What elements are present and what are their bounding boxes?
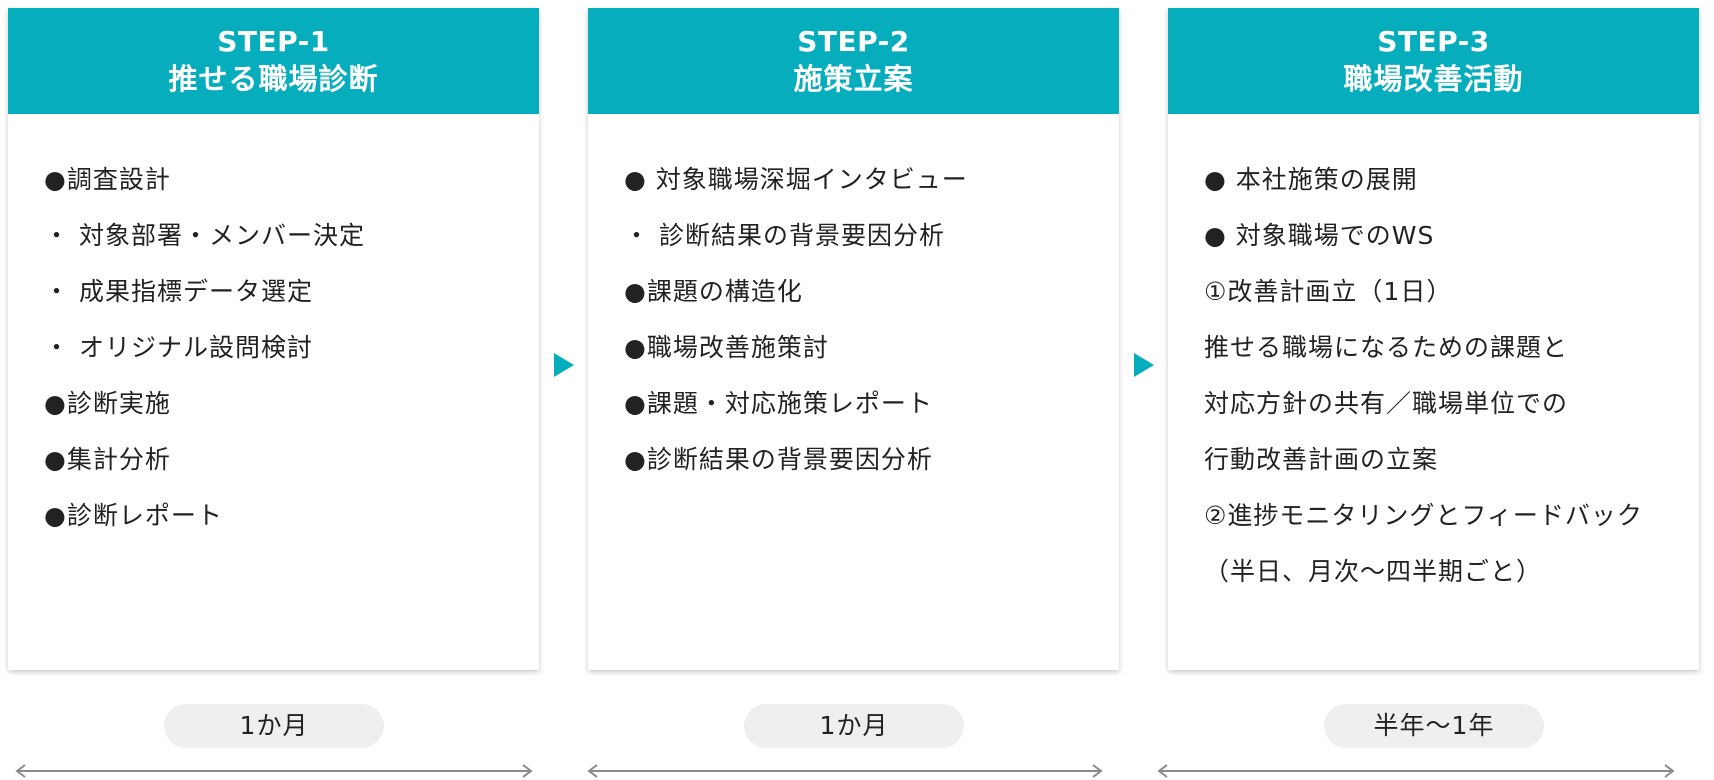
step-1-item: ●調査設計 (44, 165, 171, 194)
step-1-duration-badge: 1か月 (164, 704, 384, 748)
step-3-item: ● 本社施策の展開 (1204, 165, 1418, 194)
step-2-label: STEP-2 (797, 25, 910, 58)
step-1-item: ・ 成果指標データ選定 (44, 277, 313, 306)
step-3-label: STEP-3 (1377, 25, 1490, 58)
step-2-header: STEP-2 施策立案 (588, 8, 1119, 114)
step-2-title: 施策立案 (793, 62, 914, 96)
step-2-duration-badge: 1か月 (744, 704, 964, 748)
step-1-label: STEP-1 (217, 25, 330, 58)
step-1-item: ・ 対象部署・メンバー決定 (44, 221, 365, 250)
step-3-item: 対応方針の共有／職場単位での (1204, 389, 1569, 418)
step-1-timeline-arrow-icon (15, 764, 533, 778)
step-2-card: STEP-2 施策立案 ● 対象職場深堀インタビュー ・ 診断結果の背景要因分析… (588, 8, 1119, 670)
step-3-card: STEP-3 職場改善活動 ● 本社施策の展開 ● 対象職場でのWS ①改善計画… (1168, 8, 1699, 670)
step-2-item: ●課題の構造化 (624, 277, 803, 306)
step-1-item: ●診断レポート (44, 501, 223, 530)
step-arrow-icon (1134, 353, 1154, 377)
step-3-title: 職場改善活動 (1343, 62, 1524, 96)
step-2-item: ●職場改善施策討 (624, 333, 829, 362)
step-3-duration-badge: 半年〜1年 (1324, 704, 1544, 748)
step-1-card: STEP-1 推せる職場診断 ●調査設計 ・ 対象部署・メンバー決定 ・ 成果指… (8, 8, 539, 670)
step-3-body: ● 本社施策の展開 ● 対象職場でのWS ①改善計画立（1日） 推せる職場になる… (1168, 114, 1699, 600)
step-1-item: ・ オリジナル設問検討 (44, 333, 313, 362)
step-1-title: 推せる職場診断 (168, 62, 379, 96)
step-1-header: STEP-1 推せる職場診断 (8, 8, 539, 114)
step-1-item: ●集計分析 (44, 445, 171, 474)
step-3-timeline-arrow-icon (1157, 764, 1675, 778)
step-3-item: ● 対象職場でのWS (1204, 221, 1435, 250)
step-3-item: （半日、月次〜四半期ごと） (1204, 557, 1543, 586)
step-2-body: ● 対象職場深堀インタビュー ・ 診断結果の背景要因分析 ●課題の構造化 ●職場… (588, 114, 1119, 488)
step-arrow-icon (554, 353, 574, 377)
step-2-item: ●課題・対応施策レポート (624, 389, 933, 418)
step-3-header: STEP-3 職場改善活動 (1168, 8, 1699, 114)
step-2-item: ● 対象職場深堀インタビュー (624, 165, 968, 194)
step-3-item: 推せる職場になるための課題と (1204, 333, 1569, 362)
step-2-timeline-arrow-icon (587, 764, 1103, 778)
step-3-item: 行動改善計画の立案 (1204, 445, 1439, 474)
step-3-item: ②進捗モニタリングとフィードバック (1204, 501, 1643, 530)
step-2-item: ●診断結果の背景要因分析 (624, 445, 933, 474)
step-3-item: ①改善計画立（1日） (1204, 277, 1453, 306)
step-1-item: ●診断実施 (44, 389, 171, 418)
step-2-item: ・ 診断結果の背景要因分析 (624, 221, 945, 250)
step-1-body: ●調査設計 ・ 対象部署・メンバー決定 ・ 成果指標データ選定 ・ オリジナル設… (8, 114, 539, 544)
